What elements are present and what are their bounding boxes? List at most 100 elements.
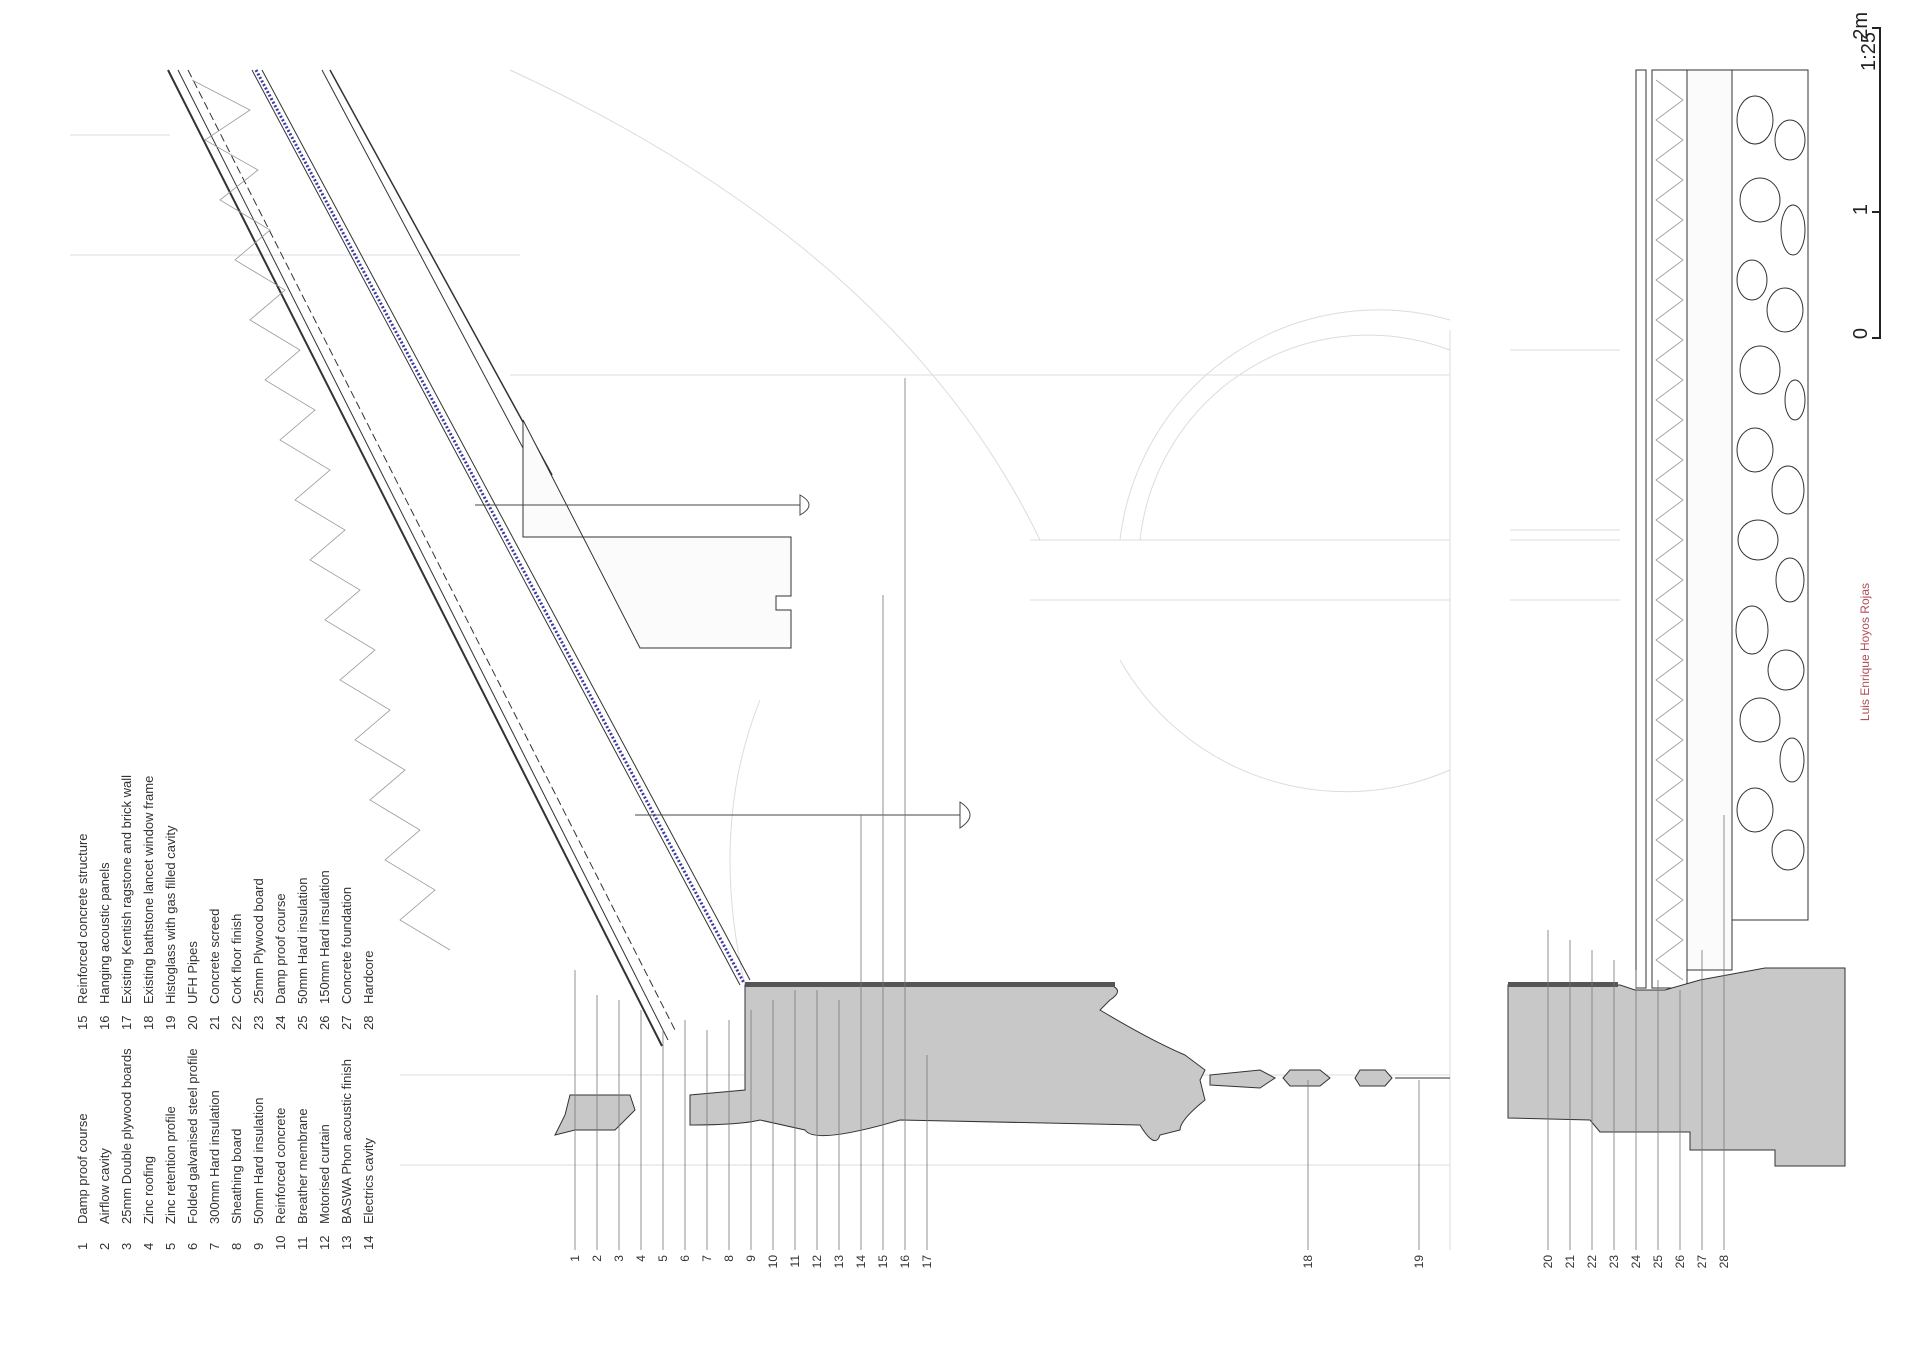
floor-finish-left	[745, 982, 1115, 987]
hanging-acoustic-panels	[475, 494, 971, 829]
legend-label: Folded galvanised steel profile	[185, 1048, 200, 1224]
callout-number: 11	[788, 1255, 802, 1268]
legend-label: Concrete screed	[207, 908, 222, 1004]
legend-item: 19 Histoglass with gas filled cavity	[160, 620, 182, 1030]
callout-number: 8	[722, 1255, 736, 1262]
legend-label: Damp proof course	[273, 893, 288, 1004]
callout-number: 10	[766, 1255, 780, 1269]
callout-number: 4	[634, 1255, 648, 1262]
legend-label: 50mm Hard insulation	[295, 877, 310, 1004]
callout-number: 6	[678, 1255, 692, 1262]
legend-label: Histoglass with gas filled cavity	[163, 825, 178, 1004]
legend-item: 25 50mm Hard insulation	[292, 620, 314, 1030]
legend-label: Zinc retention profile	[163, 1106, 178, 1224]
callout-number: 7	[700, 1255, 714, 1262]
stone-fragment	[554, 1094, 636, 1136]
legend-number: 17	[119, 1015, 134, 1030]
legend-item: 22 Cork floor finish	[226, 620, 248, 1030]
legend-number: 21	[207, 1015, 222, 1030]
legend-label: UFH Pipes	[185, 941, 200, 1004]
callout-number: 3	[612, 1255, 626, 1262]
legend-label: Concrete foundation	[339, 886, 354, 1004]
legend-number: 28	[361, 1015, 376, 1030]
legend-number: 13	[339, 1235, 354, 1250]
legend-label: Existing Kentish ragstone and brick wall	[119, 774, 134, 1004]
legend-number: 16	[97, 1015, 112, 1030]
legend-number: 25	[295, 1015, 310, 1030]
wall-section-right	[1507, 69, 1846, 1167]
legend-label: Breather membrane	[295, 1108, 310, 1224]
scale-bar	[1872, 27, 1881, 339]
concrete-beam	[522, 419, 792, 649]
legend-item: 28 Hardcore	[358, 620, 380, 1030]
legend-label: Hardcore	[361, 950, 376, 1004]
callout-number: 20	[1541, 1255, 1555, 1269]
legend-item: 15 Reinforced concrete structure	[72, 620, 94, 1030]
legend-label: Hanging acoustic panels	[97, 862, 112, 1004]
legend-number: 3	[119, 1242, 134, 1250]
legend-label: Electrics cavity	[361, 1138, 376, 1224]
legend-label: Sheathing board	[229, 1128, 244, 1224]
legend-number: 14	[361, 1235, 376, 1250]
legend-label: 25mm Plywood board	[251, 878, 266, 1004]
callout-number: 16	[898, 1255, 912, 1269]
legend-label: Reinforced concrete	[273, 1107, 288, 1224]
legend-number: 5	[163, 1242, 178, 1250]
legend-number: 1	[75, 1242, 90, 1250]
callout-number: 23	[1607, 1255, 1621, 1269]
legend-label: 150mm Hard insulation	[317, 870, 332, 1004]
legend-item: 24 Damp proof course	[270, 620, 292, 1030]
callout-number: 17	[920, 1255, 934, 1269]
legend-number: 19	[163, 1015, 178, 1030]
legend-label: 25mm Double plywood boards	[119, 1048, 134, 1224]
callout-number: 14	[854, 1255, 868, 1269]
legend-number: 8	[229, 1242, 244, 1250]
legend-number: 15	[75, 1015, 90, 1030]
legend-number: 27	[339, 1015, 354, 1030]
legend-label: Damp proof course	[75, 1113, 90, 1224]
author-credit: Luis Enrique Hoyos Rojas	[1858, 583, 1872, 722]
legend-item: 16 Hanging acoustic panels	[94, 620, 116, 1030]
legend-number: 2	[97, 1242, 112, 1250]
legend-item: 18 Existing bathstone lancet window frame	[138, 620, 160, 1030]
legend-item: 26 150mm Hard insulation	[314, 620, 336, 1030]
legend-number: 20	[185, 1015, 200, 1030]
callout-number: 28	[1717, 1255, 1731, 1269]
legend-label: 50mm Hard insulation	[251, 1097, 266, 1224]
stone-wall-left	[689, 984, 1206, 1142]
scale-tick-label: 2m	[1850, 12, 1872, 40]
legend-number: 26	[317, 1015, 332, 1030]
legend-number: 11	[295, 1236, 310, 1251]
callout-number: 26	[1673, 1255, 1687, 1269]
legend-number: 6	[185, 1242, 200, 1250]
scale-tick-label: 0	[1850, 328, 1872, 340]
legend-label: Reinforced concrete structure	[75, 833, 90, 1004]
legend-number: 4	[141, 1242, 156, 1250]
legend-number: 22	[229, 1015, 244, 1030]
callout-number: 25	[1651, 1255, 1665, 1269]
legend-label: Existing bathstone lancet window frame	[141, 775, 156, 1004]
legend-number: 12	[317, 1235, 332, 1250]
leader-lines	[574, 378, 1725, 1250]
legend-number: 7	[207, 1242, 222, 1250]
roof-insulation-zigzag	[191, 79, 451, 951]
legend-item: 21 Concrete screed	[204, 620, 226, 1030]
callout-number: 18	[1301, 1255, 1315, 1269]
scale-tick-label: 1	[1850, 204, 1872, 216]
window-frame-mullions	[1209, 1069, 1450, 1089]
legend-label: Cork floor finish	[229, 913, 244, 1004]
legend-number: 9	[251, 1242, 266, 1250]
callout-number: 19	[1412, 1255, 1426, 1269]
callout-number: 24	[1629, 1255, 1643, 1269]
legend-label: Motorised curtain	[317, 1124, 332, 1224]
callout-number: 12	[810, 1255, 824, 1269]
callout-number: 2	[590, 1255, 604, 1262]
legend-number: 24	[273, 1015, 288, 1030]
callout-number: 15	[876, 1255, 890, 1269]
legend-number: 18	[141, 1015, 156, 1030]
legend-label: BASWA Phon acoustic finish	[339, 1059, 354, 1224]
callout-number: 13	[832, 1255, 846, 1269]
callout-number: 21	[1563, 1255, 1577, 1269]
